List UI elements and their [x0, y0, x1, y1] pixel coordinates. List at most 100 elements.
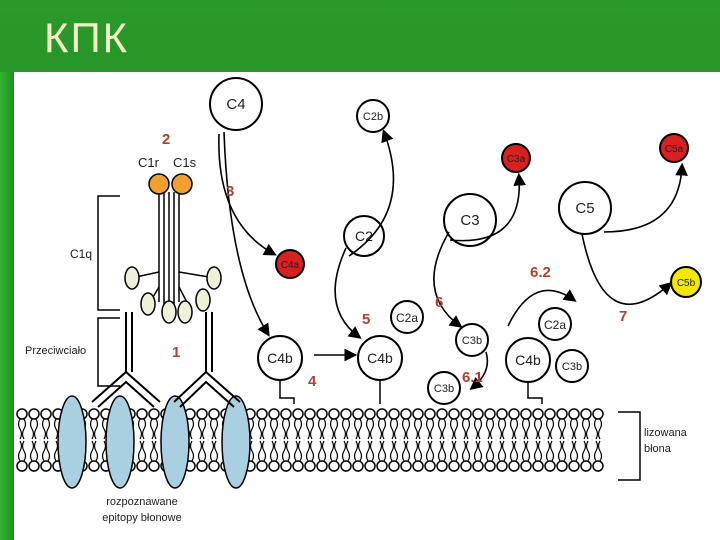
lipid-tail [17, 418, 27, 440]
lipid-head [436, 460, 448, 472]
lipid-head [412, 408, 424, 420]
c2a-label: C2a [396, 311, 418, 325]
lipid-tail [317, 440, 327, 462]
arrow-c3-to-c3a [449, 172, 527, 242]
c3a-label: C3a [507, 154, 526, 165]
lipid-head [568, 460, 580, 472]
lipid-head [460, 460, 472, 472]
lipid-head [388, 460, 400, 472]
lipid-tail [413, 440, 423, 462]
lipid-tail [569, 418, 579, 440]
lipid-tail [197, 440, 207, 462]
lipid-head [508, 408, 520, 420]
c2a-node [538, 307, 572, 341]
c1s-circle [171, 173, 193, 195]
lipid-tail [581, 418, 591, 440]
c4b-label: C4b [267, 350, 293, 366]
lipid-tail [533, 440, 543, 462]
c1q-head [195, 288, 211, 312]
antibody-label: Przeciwciało [25, 345, 86, 357]
lipid-head [424, 408, 436, 420]
lipid-tail [389, 440, 399, 462]
lipid-tail [509, 418, 519, 440]
lipid-head [520, 460, 532, 472]
lipid-head [352, 408, 364, 420]
lipid-head [364, 408, 376, 420]
epitope [105, 395, 135, 489]
c3-label: C3 [460, 212, 479, 229]
lipid-head [304, 460, 316, 472]
c1q-head [140, 292, 156, 316]
lipid-head [388, 408, 400, 420]
lipid-head [556, 408, 568, 420]
lipid-tail [281, 440, 291, 462]
lipid-tail [485, 418, 495, 440]
lipid-tail [365, 418, 375, 440]
lipid-head [364, 460, 376, 472]
arrow-6-2 [507, 289, 577, 327]
c3b-label: C3b [562, 361, 582, 373]
c4a-node [275, 249, 305, 279]
c3b-node [555, 349, 589, 383]
lipid-head [316, 460, 328, 472]
c2b-node [356, 99, 390, 133]
arrow-c4-to-c4b [223, 131, 270, 337]
lipid-head [256, 460, 268, 472]
step-label-6-2: 6.2 [530, 264, 551, 281]
lipid-tail [485, 440, 495, 462]
lipid-head [340, 408, 352, 420]
lipid-head [328, 460, 340, 472]
lipid-tail [293, 440, 303, 462]
lipid-tail [569, 440, 579, 462]
lipid-head [532, 408, 544, 420]
membrane-anchors [279, 380, 543, 404]
lipid-tail [425, 418, 435, 440]
lipid-tail [149, 418, 159, 440]
lipid-tail [329, 418, 339, 440]
molecule-node-labels: C4 C4a C4b C4b C4b C2b C2 C2a C2a C3a C3… [226, 96, 695, 395]
lipid-head [592, 408, 604, 420]
lipid-head [472, 408, 484, 420]
lipid-head [508, 460, 520, 472]
lipid-head [40, 408, 52, 420]
lipid-tail [389, 418, 399, 440]
lipid-tail [137, 440, 147, 462]
lipid-tail [545, 440, 555, 462]
lipid-tail [557, 418, 567, 440]
lipid-head [208, 408, 220, 420]
lipid-tail [377, 440, 387, 462]
lipid-tail [305, 418, 315, 440]
antibodies [91, 312, 241, 408]
lipid-head [280, 408, 292, 420]
c3-node [443, 193, 497, 247]
lipid-head [292, 460, 304, 472]
arrow-c5-to-c5b [581, 233, 673, 305]
lipid-head [280, 460, 292, 472]
epitope [221, 395, 251, 489]
c2a-label: C2a [544, 318, 566, 332]
step-label-6: 6 [435, 294, 443, 311]
lipid-head [16, 408, 28, 420]
c1q-bracket [97, 195, 120, 311]
lipid-head [292, 408, 304, 420]
lipid-head [484, 460, 496, 472]
lipid-tail [257, 440, 267, 462]
lysed-membrane-bilayer [16, 408, 604, 472]
lipid-tail [497, 418, 507, 440]
step-label-4: 4 [308, 373, 317, 390]
c1q-head [161, 300, 177, 324]
slide-left-strip [0, 72, 14, 540]
molecule-nodes [209, 77, 702, 405]
lipid-head [316, 408, 328, 420]
lipid-tail [557, 440, 567, 462]
step-label-5: 5 [362, 311, 370, 328]
lipid-tail [293, 418, 303, 440]
c4b-label: C4b [515, 352, 541, 368]
c3b-label: C3b [434, 383, 454, 395]
lipid-head [148, 408, 160, 420]
c5-label: C5 [575, 200, 594, 217]
lipid-tail [269, 440, 279, 462]
c1-complex [124, 173, 222, 324]
lipid-head [340, 460, 352, 472]
